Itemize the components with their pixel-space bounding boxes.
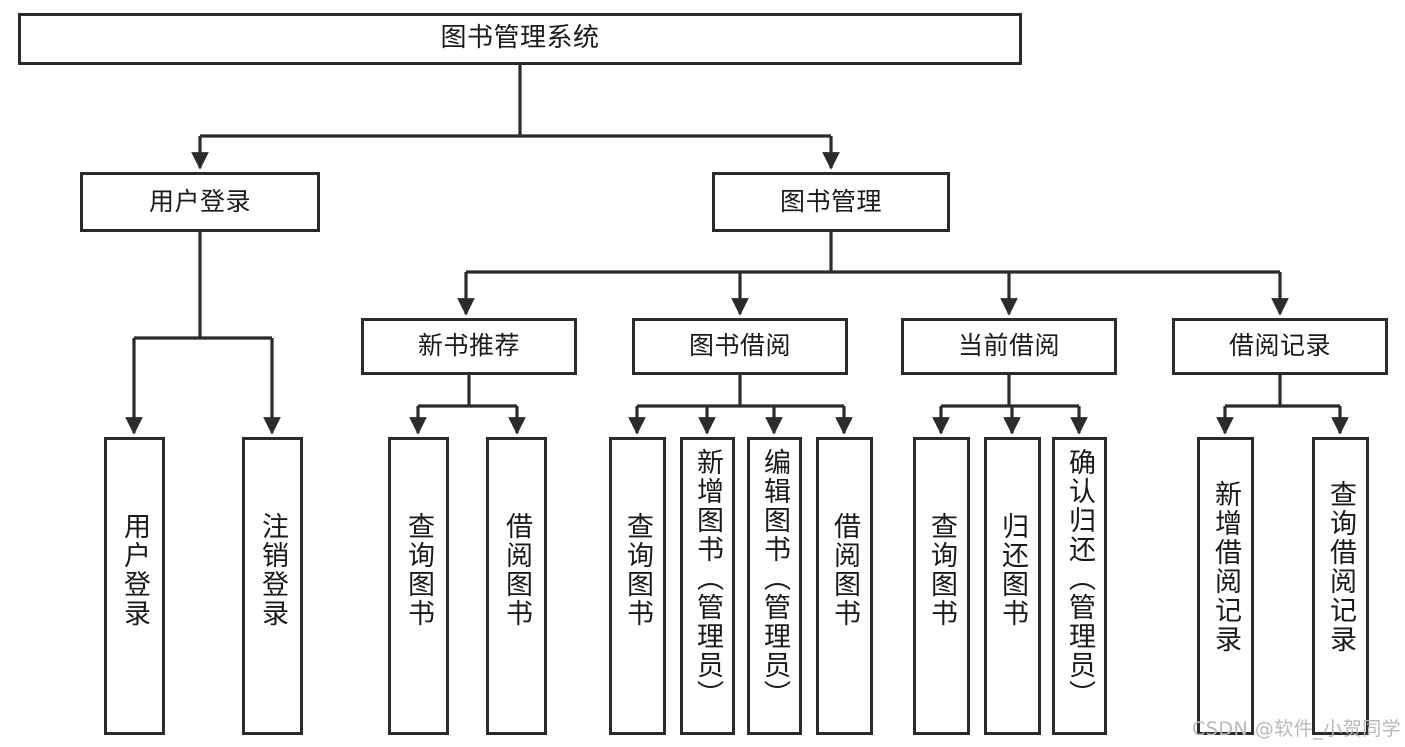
csdn-watermark: CSDN @软件_小贺同学	[1192, 718, 1402, 740]
node-leaf-cur-query-label: 查询图书	[926, 512, 957, 628]
node-root[interactable]: 图书管理系统	[18, 13, 1022, 65]
node-leaf-rec-query2-label: 查询借阅记录	[1325, 480, 1356, 654]
node-leaf-cur-return[interactable]: 归还图书	[984, 437, 1041, 735]
node-current-borrow-label: 当前借阅	[957, 331, 1060, 361]
node-root-label: 图书管理系统	[440, 23, 600, 54]
node-leaf-rec-query2[interactable]: 查询借阅记录	[1312, 437, 1369, 735]
node-leaf-borrow-lend-label: 借阅图书	[829, 512, 860, 628]
node-leaf-rec-query-label: 查询图书	[403, 512, 434, 628]
node-new-book-rec-label: 新书推荐	[417, 331, 520, 361]
node-leaf-borrow-add[interactable]: 新增图书（管理员）	[680, 437, 735, 735]
node-book-manage-label: 图书管理	[779, 186, 882, 216]
node-leaf-cur-confirm[interactable]: 确认归还（管理员）	[1052, 437, 1107, 735]
node-leaf-borrow-edit[interactable]: 编辑图书（管理员）	[747, 437, 802, 735]
node-book-borrow[interactable]: 图书借阅	[632, 318, 848, 375]
node-book-borrow-label: 图书借阅	[688, 331, 791, 361]
node-leaf-borrow-add-label: 新增图书（管理员）	[692, 448, 723, 709]
node-leaf-user-logout-label: 注销登录	[257, 512, 288, 628]
node-user-login[interactable]: 用户登录	[80, 172, 320, 232]
node-leaf-user-logout[interactable]: 注销登录	[242, 437, 303, 735]
node-leaf-borrow-edit-label: 编辑图书（管理员）	[759, 448, 790, 709]
node-borrow-record[interactable]: 借阅记录	[1172, 318, 1388, 375]
node-new-book-rec[interactable]: 新书推荐	[361, 318, 577, 375]
node-leaf-rec-borrow[interactable]: 借阅图书	[486, 437, 547, 735]
node-current-borrow[interactable]: 当前借阅	[901, 318, 1117, 375]
node-leaf-borrow-query[interactable]: 查询图书	[609, 437, 666, 735]
node-leaf-rec-borrow-label: 借阅图书	[501, 512, 532, 628]
node-leaf-rec-add-label: 新增借阅记录	[1210, 480, 1241, 654]
node-borrow-record-label: 借阅记录	[1228, 331, 1331, 361]
node-leaf-cur-query[interactable]: 查询图书	[913, 437, 970, 735]
node-leaf-borrow-query-label: 查询图书	[622, 512, 653, 628]
node-leaf-cur-confirm-label: 确认归还（管理员）	[1064, 448, 1095, 709]
node-user-login-label: 用户登录	[148, 186, 251, 216]
node-leaf-rec-query[interactable]: 查询图书	[388, 437, 449, 735]
node-book-manage[interactable]: 图书管理	[712, 172, 950, 232]
node-leaf-rec-add[interactable]: 新增借阅记录	[1197, 437, 1254, 735]
node-leaf-user-login-label: 用户登录	[119, 512, 150, 628]
node-leaf-borrow-lend[interactable]: 借阅图书	[816, 437, 873, 735]
node-leaf-cur-return-label: 归还图书	[997, 512, 1028, 628]
node-leaf-user-login[interactable]: 用户登录	[104, 437, 165, 735]
